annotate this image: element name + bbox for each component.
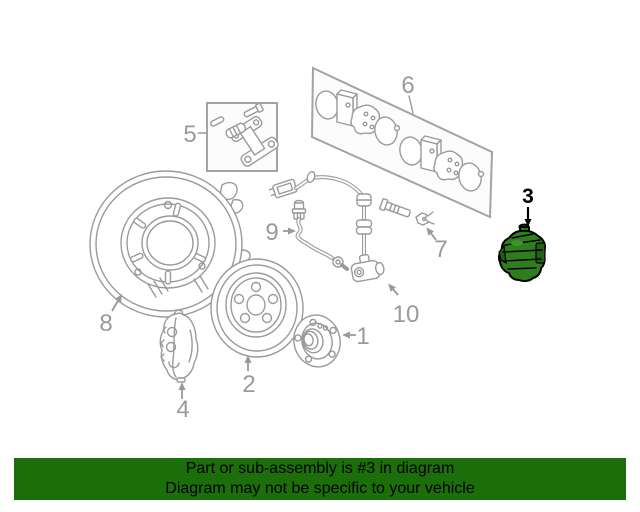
- part-3-label[interactable]: 3: [522, 185, 534, 208]
- notice-banner: Part or sub-assembly is #3 in diagram Di…: [14, 458, 626, 500]
- part-4-caliper[interactable]: [159, 309, 199, 383]
- notice-banner-line2: Diagram may not be specific to your vehi…: [165, 480, 475, 497]
- part-9-label[interactable]: 9: [265, 219, 278, 246]
- part-6-label[interactable]: 6: [401, 72, 414, 99]
- part-2-brake-rotor[interactable]: [210, 258, 304, 358]
- part-6-brake-pad-set[interactable]: [310, 66, 494, 219]
- part-6-leader-line: [408, 95, 414, 114]
- part-5-caliper-bracket-kit[interactable]: [206, 102, 280, 172]
- part-1-wheel-hub[interactable]: [289, 311, 345, 371]
- part-8-label[interactable]: 8: [99, 310, 112, 337]
- part-9-brake-hose[interactable]: [291, 199, 349, 271]
- part-3-highlighted-caliper[interactable]: [497, 223, 546, 283]
- part-7-label[interactable]: 7: [434, 236, 447, 263]
- part-10-arrow: [388, 283, 399, 296]
- part-10-abs-speed-sensor[interactable]: [268, 170, 386, 283]
- part-7-bolt[interactable]: [379, 198, 435, 226]
- part-2-label[interactable]: 2: [242, 371, 255, 398]
- notice-banner-line1: Part or sub-assembly is #3 in diagram: [185, 460, 455, 477]
- part-7-arrow: [426, 227, 437, 241]
- part-4-label[interactable]: 4: [176, 396, 189, 423]
- part-8-arrow: [111, 293, 123, 312]
- part-10-label[interactable]: 10: [393, 301, 420, 328]
- part-1-label[interactable]: 1: [356, 323, 369, 350]
- part-8-splash-shield[interactable]: [89, 170, 251, 318]
- part-5-label[interactable]: 5: [183, 121, 196, 148]
